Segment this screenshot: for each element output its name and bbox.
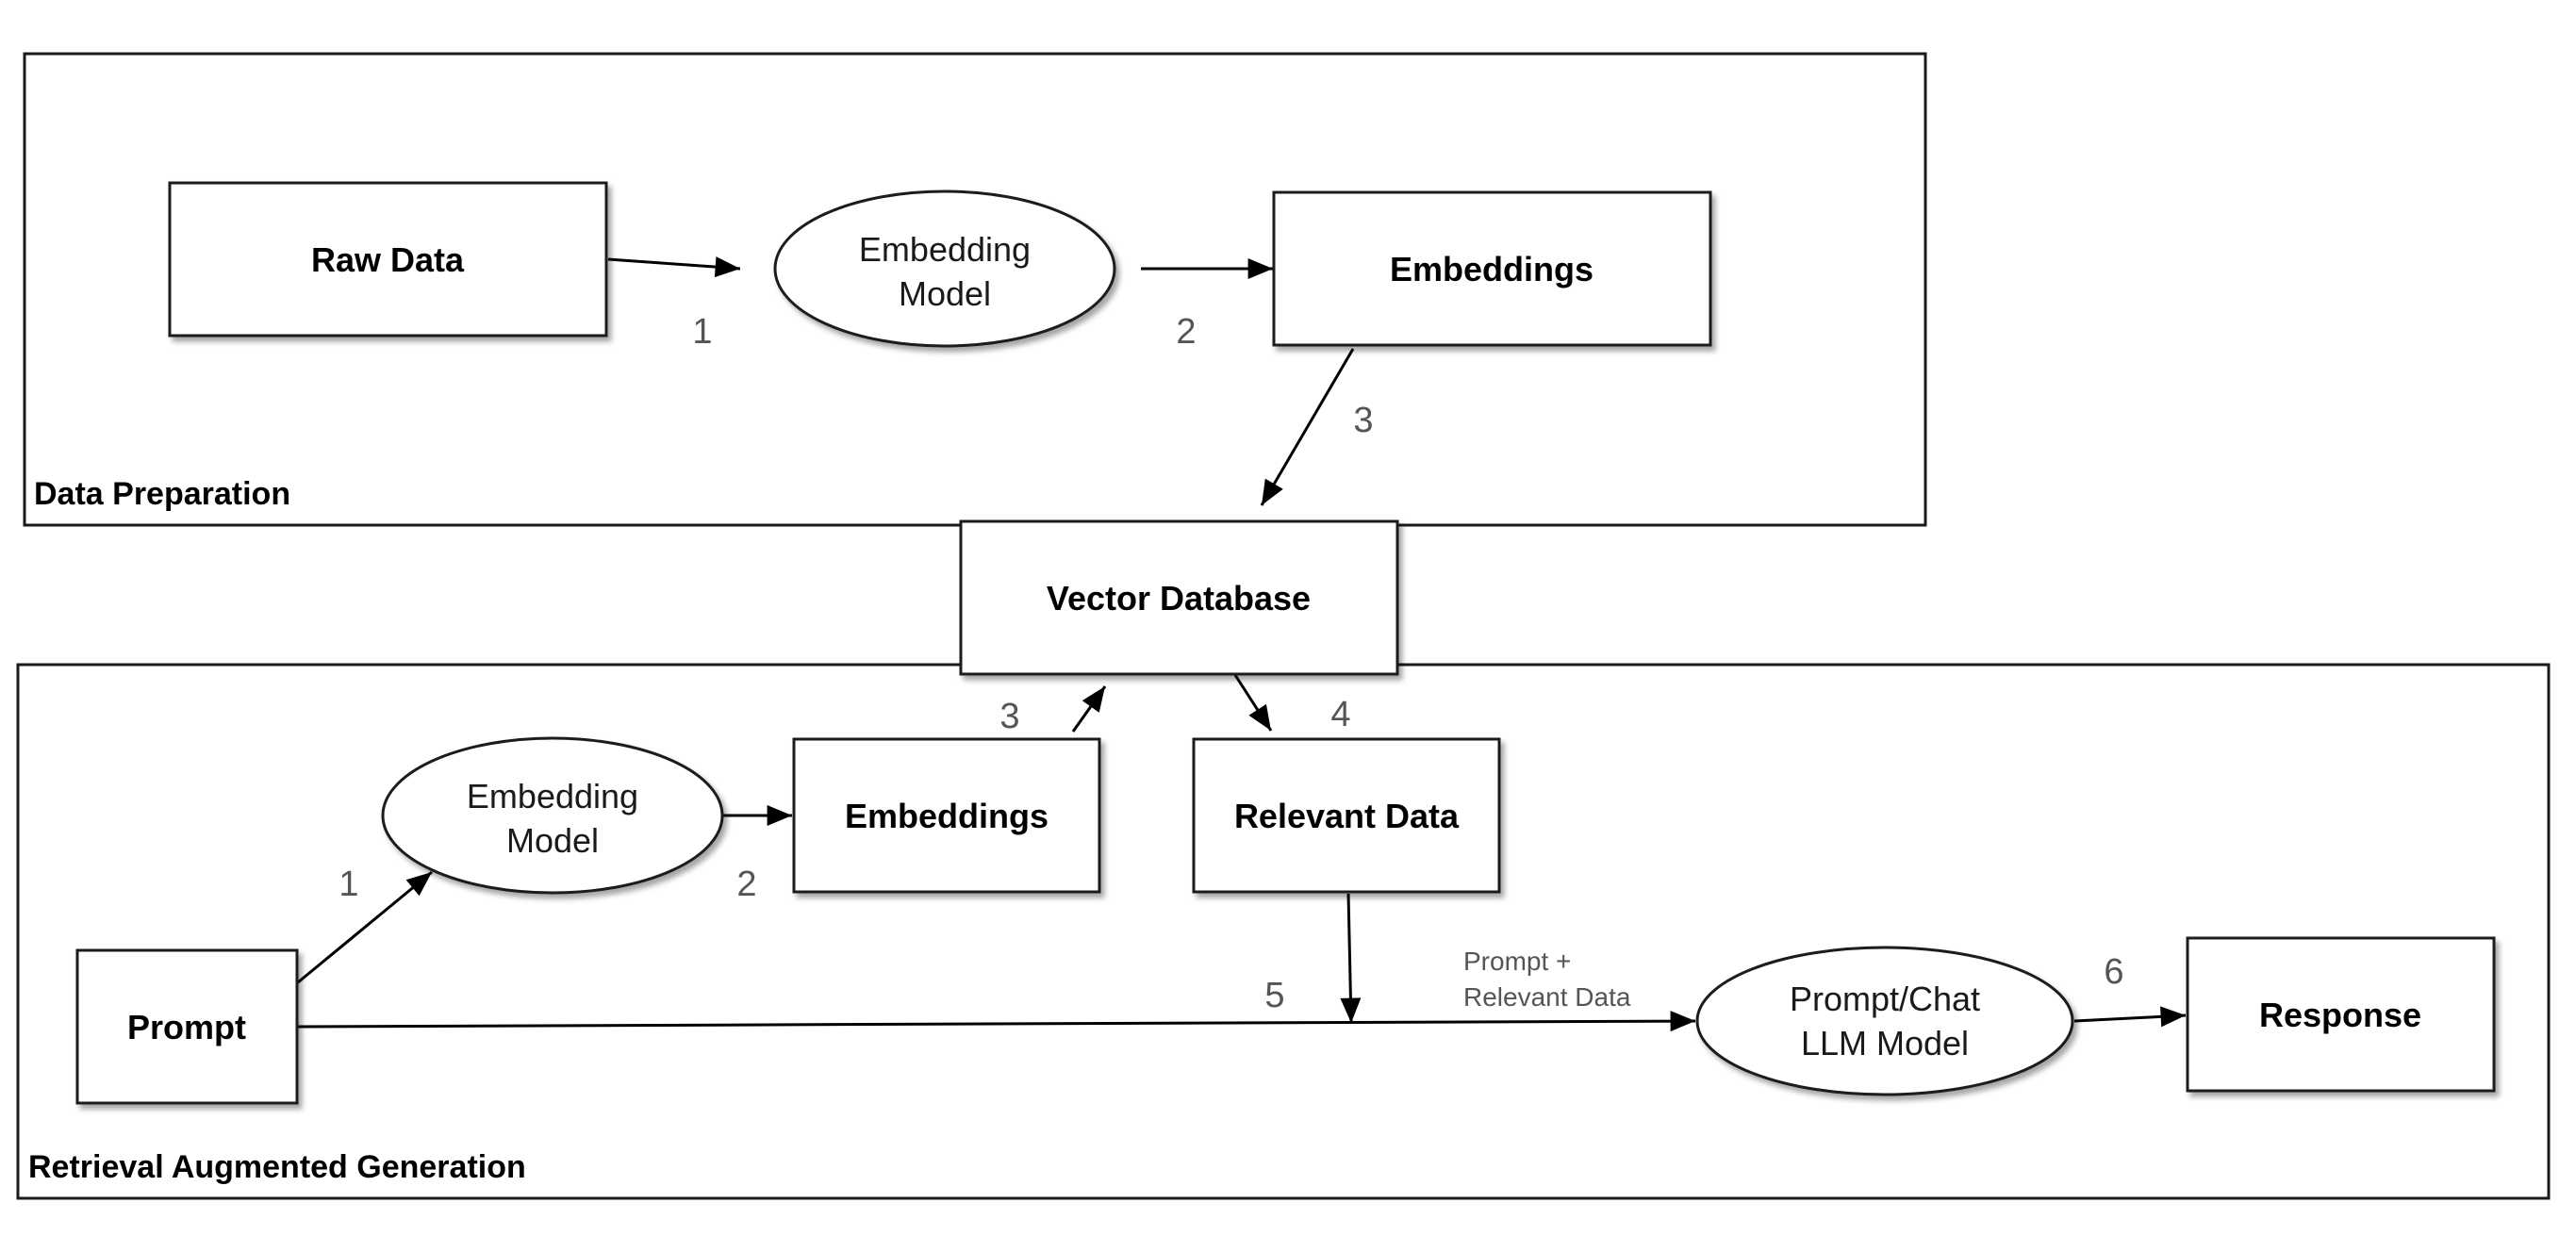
response-node: Response [2186, 936, 2496, 1093]
step-label-dp-1: 1 [692, 312, 712, 352]
edge-relevant-data-to-main-line [1340, 893, 1362, 1024]
embedding-model-label-dp-line2: Model [899, 274, 991, 313]
step-label-dp-2: 2 [1176, 312, 1196, 352]
prompt-plus-label-line2: Relevant Data [1463, 982, 1631, 1012]
vector-database-label: Vector Database [1047, 579, 1311, 618]
embedding-model-node-rag: Embedding Model [381, 736, 724, 895]
relevant-data-node: Relevant Data [1192, 737, 1501, 894]
edge-embeddings-to-vector-db [1260, 348, 1355, 506]
step-label-rag-5: 5 [1264, 976, 1284, 1015]
vector-database-node: Vector Database [959, 519, 1399, 676]
step-label-rag-4: 4 [1330, 695, 1350, 734]
llm-model-label-line1: Prompt/Chat [1790, 980, 1980, 1018]
step-label-rag-6: 6 [2104, 952, 2123, 992]
llm-model-label-line2: LLM Model [1801, 1024, 1969, 1063]
step-label-dp-3: 3 [1353, 401, 1373, 440]
step-label-rag-3: 3 [999, 697, 1019, 736]
embedding-model-label-rag-line2: Model [506, 821, 599, 860]
embeddings-label-rag: Embeddings [845, 797, 1049, 835]
edge-prompt-to-embedding-model [297, 870, 433, 984]
edge-raw-to-embedding-model [607, 256, 741, 278]
prompt-label: Prompt [127, 1008, 246, 1046]
relevant-data-label: Relevant Data [1234, 797, 1460, 835]
response-label: Response [2259, 996, 2421, 1034]
llm-model-node: Prompt/Chat LLM Model [1695, 946, 2074, 1096]
edge-embeddings-to-vector-db-rag [1071, 685, 1107, 733]
embeddings-node-rag: Embeddings [792, 737, 1101, 894]
embeddings-label-dp: Embeddings [1390, 250, 1593, 288]
embedding-model-label-rag-line1: Embedding [467, 777, 638, 815]
prompt-plus-label-line1: Prompt + [1463, 947, 1571, 976]
step-label-rag-2: 2 [736, 865, 756, 904]
step-label-rag-1: 1 [339, 865, 358, 904]
edge-vector-db-to-relevant-data [1233, 674, 1273, 732]
embeddings-node-dp: Embeddings [1272, 190, 1712, 347]
rag-label: Retrieval Augmented Generation [28, 1149, 526, 1185]
embedding-model-label-dp-line1: Embedding [859, 230, 1031, 269]
embedding-model-node-dp: Embedding Model [773, 189, 1116, 348]
edge-llm-to-response [2073, 1006, 2187, 1028]
edge-prompt-to-llm [297, 1011, 1696, 1032]
prompt-node: Prompt [75, 948, 299, 1105]
raw-data-node: Raw Data [168, 181, 608, 338]
raw-data-label: Raw Data [311, 240, 465, 279]
data-preparation-label: Data Preparation [34, 476, 290, 512]
